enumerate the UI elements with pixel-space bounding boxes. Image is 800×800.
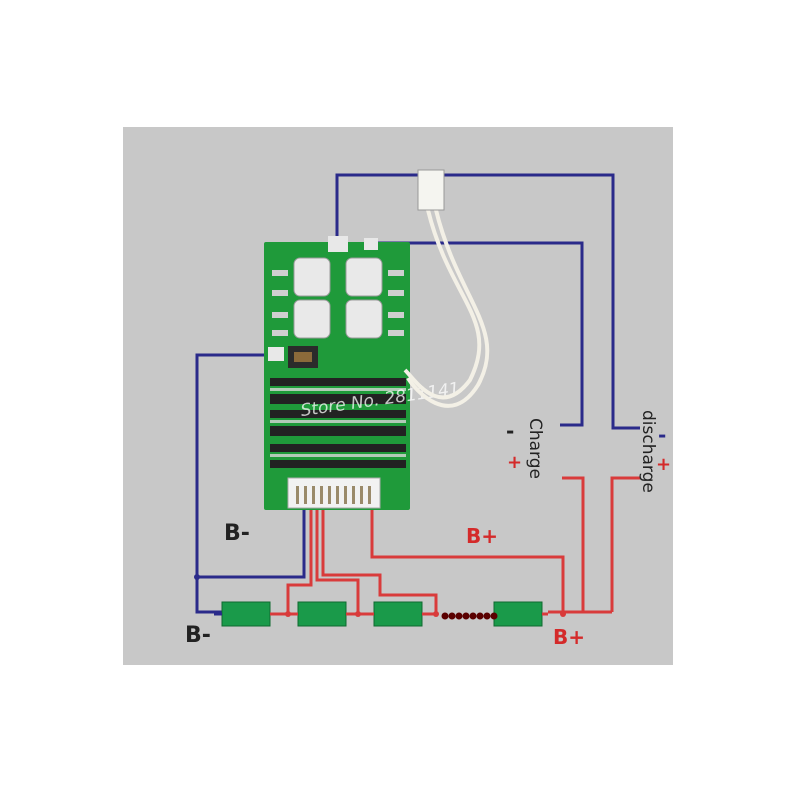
b-minus-junction: [194, 574, 200, 580]
b-minus-pad: [268, 347, 284, 361]
ntc-cable: [403, 209, 490, 408]
mosfet-1: [293, 257, 331, 297]
charge-minus-label: -: [506, 419, 514, 443]
mosfet-3: [293, 299, 331, 339]
b-plus-pack-label: B+: [553, 625, 585, 649]
discharge-label: discharge: [638, 410, 658, 493]
cell-3: [373, 601, 423, 627]
b-minus-board-label: B-: [224, 521, 250, 546]
p-minus-pad: [364, 238, 378, 250]
mosfet-4: [345, 299, 383, 339]
b-minus-pack-label: B-: [185, 623, 211, 648]
bms-pcb: [264, 236, 410, 510]
mosfet-2: [345, 257, 383, 297]
cell-2: [297, 601, 347, 627]
b-plus-board-label: B+: [466, 524, 498, 548]
discharge-minus-label: -: [658, 423, 666, 447]
cell-1: [221, 601, 271, 627]
battery-pack: [214, 601, 566, 627]
ntc-connector: [417, 169, 445, 211]
positive-wires: [286, 476, 640, 614]
charge-plus-label: +: [507, 452, 522, 473]
c-minus-pad: [328, 236, 348, 252]
cells-ellipsis: [441, 612, 498, 620]
discharge-plus-label: +: [656, 454, 671, 475]
cell-4: [493, 601, 543, 627]
balance-connector: [287, 477, 381, 509]
charge-label: Charge: [525, 418, 545, 479]
negative-wires: [195, 173, 640, 614]
